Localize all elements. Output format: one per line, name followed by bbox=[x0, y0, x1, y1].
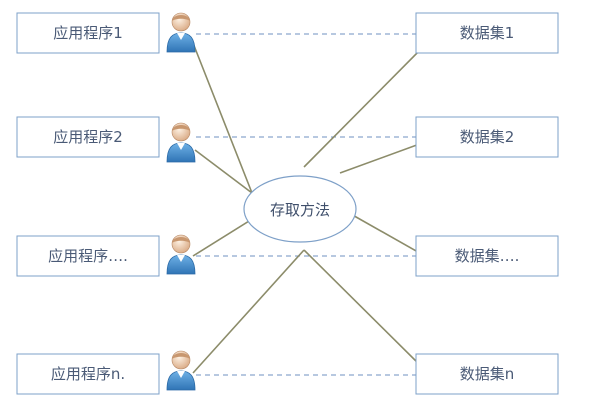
application-label: 应用程序1 bbox=[53, 24, 123, 42]
solid-line-ds3 bbox=[348, 212, 426, 257]
access-method-node: 存取方法 bbox=[243, 175, 357, 243]
dataset-label: 数据集n bbox=[460, 365, 515, 383]
dataset-label: 数据集…. bbox=[455, 247, 520, 265]
application-box-2: 应用程序2 bbox=[16, 116, 160, 158]
application-label: 应用程序…. bbox=[48, 247, 128, 265]
dataset-box-3: 数据集…. bbox=[415, 235, 559, 277]
application-box-3: 应用程序…. bbox=[16, 235, 160, 277]
user-icon bbox=[166, 234, 196, 275]
dataset-box-4: 数据集n bbox=[415, 353, 559, 395]
solid-line-ds2 bbox=[339, 141, 426, 174]
dataset-box-2: 数据集2 bbox=[415, 116, 559, 158]
solid-line-ds4 bbox=[303, 249, 426, 371]
access-method-label: 存取方法 bbox=[270, 201, 330, 219]
dashed-connectors bbox=[196, 33, 418, 376]
user-icons bbox=[166, 12, 196, 391]
solid-line-ds1 bbox=[303, 44, 426, 168]
solid-connectors bbox=[192, 42, 426, 374]
solid-line-app1 bbox=[192, 42, 253, 194]
user-icon bbox=[166, 12, 196, 53]
application-label: 应用程序2 bbox=[53, 128, 123, 146]
application-label: 应用程序n. bbox=[51, 365, 125, 383]
solid-line-app4 bbox=[192, 249, 305, 374]
application-box-1: 应用程序1 bbox=[16, 12, 160, 54]
user-icon bbox=[166, 122, 196, 163]
dataset-label: 数据集1 bbox=[460, 24, 515, 42]
dataset-label: 数据集2 bbox=[460, 128, 515, 146]
dataset-box-1: 数据集1 bbox=[415, 12, 559, 54]
solid-line-app2 bbox=[194, 149, 253, 194]
dataset-boxes: 数据集1 数据集2 数据集…. 数据集n bbox=[415, 12, 559, 395]
application-boxes: 应用程序1 应用程序2 应用程序…. 应用程序n. bbox=[16, 12, 160, 395]
application-box-4: 应用程序n. bbox=[16, 353, 160, 395]
user-icon bbox=[166, 350, 196, 391]
